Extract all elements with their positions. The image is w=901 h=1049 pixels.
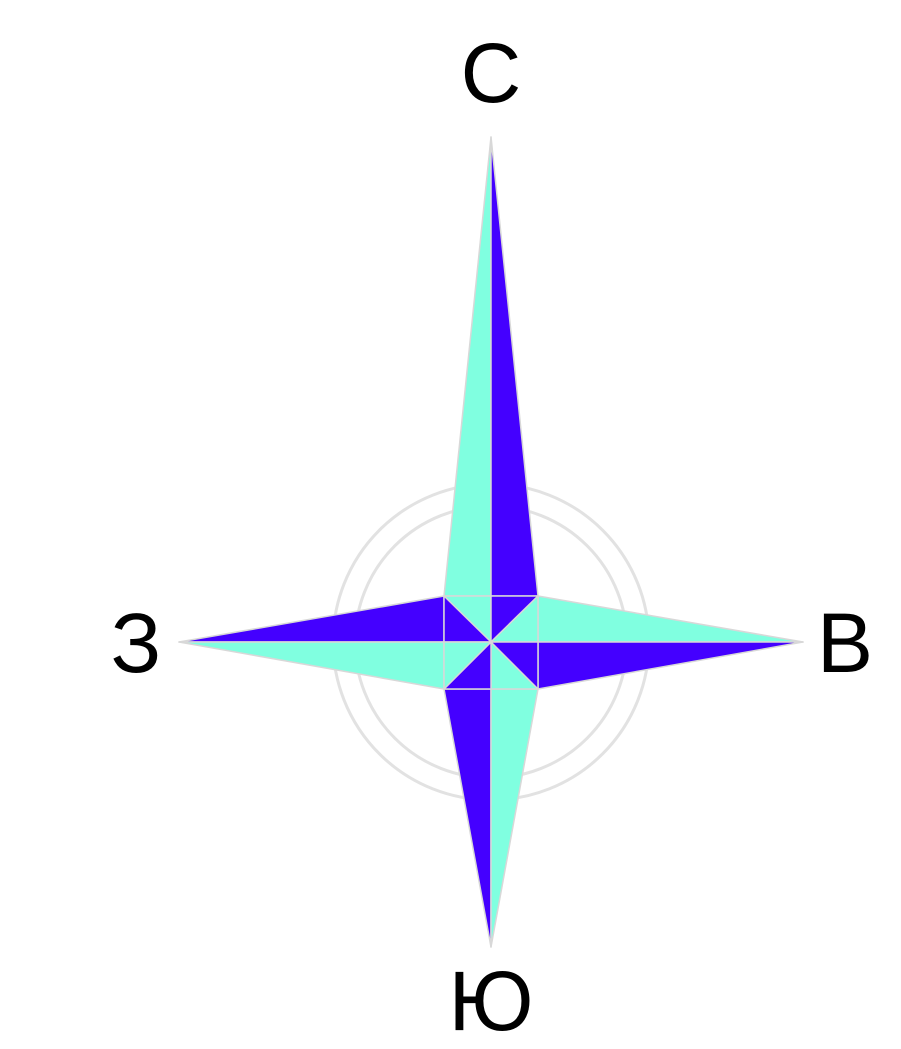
- label-east: В: [817, 596, 873, 690]
- east-point-upper-half: [537, 595, 804, 643]
- label-north: С: [461, 26, 522, 120]
- direction-labels: С В Ю З: [111, 26, 873, 1048]
- center-se-upper: [490, 641, 539, 690]
- compass-star: [178, 136, 804, 948]
- north-point-right-half: [490, 136, 539, 597]
- west-point-upper-half: [178, 595, 445, 643]
- center-sw-upper: [443, 641, 492, 690]
- east-point-lower-half: [537, 641, 804, 690]
- west-point-lower-half: [178, 641, 445, 690]
- south-point-right-half: [490, 688, 539, 948]
- south-point-left-half: [443, 688, 492, 948]
- north-point-left-half: [443, 136, 492, 597]
- label-south: Ю: [449, 954, 534, 1048]
- label-west: З: [111, 596, 162, 690]
